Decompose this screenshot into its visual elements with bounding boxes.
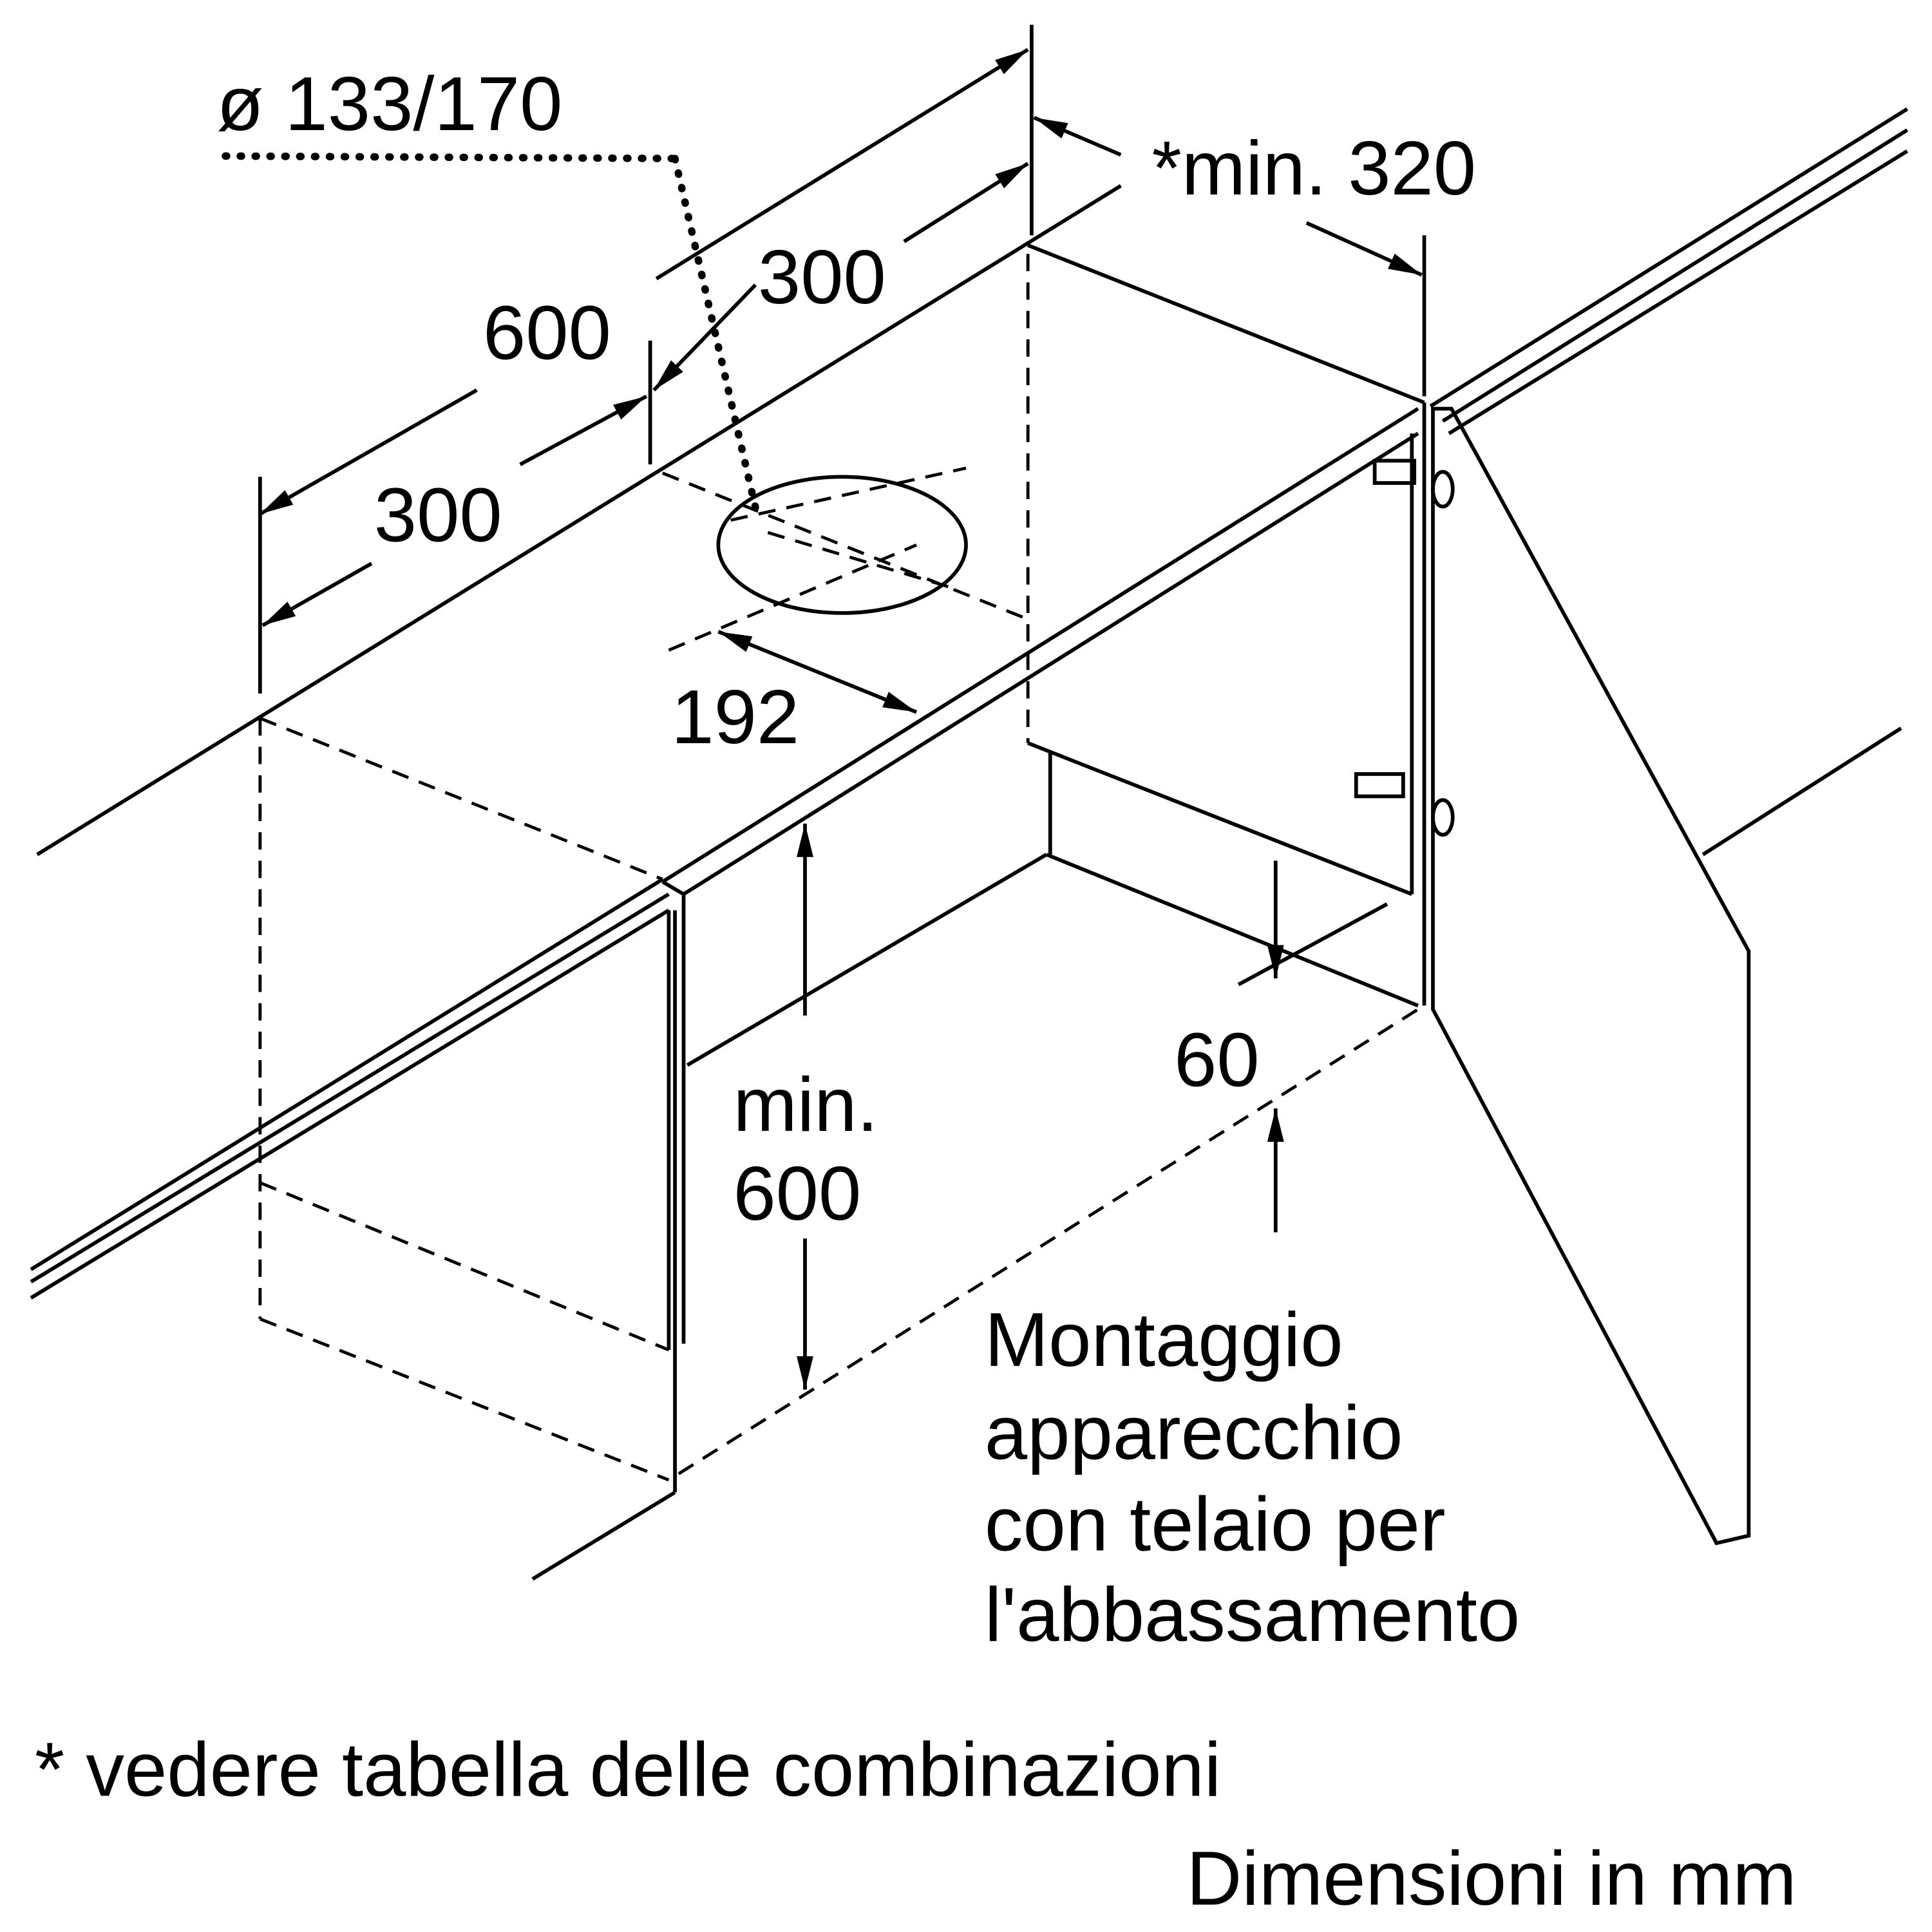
- note-line-3: con telaio per: [985, 1482, 1446, 1567]
- hole-offset-label: 192: [671, 674, 799, 760]
- half-width-right-label: 300: [758, 234, 886, 320]
- min-height-label-line2: 600: [733, 1151, 861, 1236]
- hinge-icon: [1354, 459, 1455, 837]
- footnote: * vedere tabella delle combinazioni: [35, 1727, 1221, 1812]
- half-width-left-label: 300: [374, 472, 502, 558]
- cabinet-door: [1431, 406, 1751, 1546]
- note-line-2: apparecchio: [985, 1390, 1403, 1475]
- note-line-4: l'abbassamento: [985, 1572, 1520, 1658]
- hidden-lines: [258, 254, 1419, 1482]
- min-height-label-line1: min.: [733, 1062, 878, 1148]
- units-label: Dimensioni in mm: [1186, 1836, 1796, 1922]
- duct-diameter-label: ø 133/170: [217, 61, 563, 147]
- recess-label: 60: [1174, 1018, 1260, 1103]
- cabinet-outline: [30, 107, 1909, 1581]
- min-depth-label: *min. 320: [1151, 126, 1476, 211]
- duct-opening: [716, 475, 968, 615]
- note-line-1: Montaggio: [985, 1297, 1343, 1383]
- width-total-label: 600: [483, 290, 611, 376]
- dimension-lines: [222, 24, 1426, 1390]
